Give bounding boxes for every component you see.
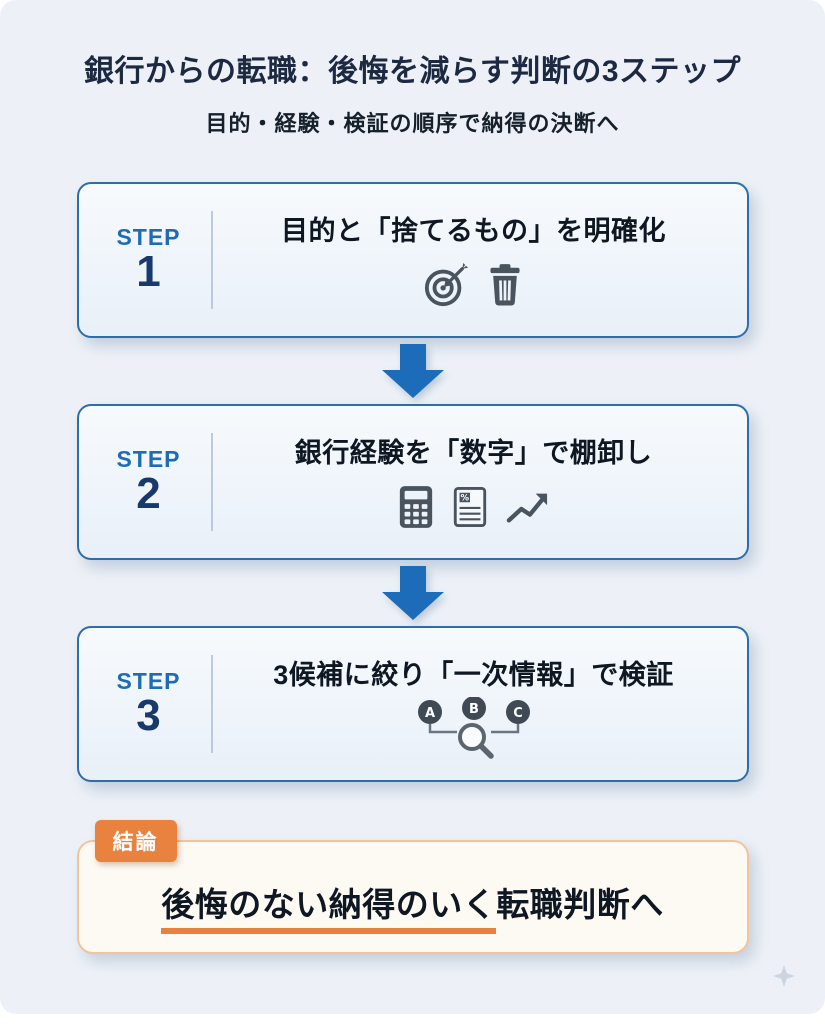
trash-icon	[485, 262, 525, 308]
step-3-label: STEP	[116, 667, 181, 694]
spreadsheet-percent-icon: %	[451, 484, 489, 530]
step-3-index: STEP 3	[101, 669, 197, 739]
magnifier-icon	[457, 722, 494, 759]
step-3-number: 3	[136, 690, 161, 740]
conclusion-section: 結論 後悔のない納得のいく転職判断へ	[76, 820, 749, 954]
dartboard-target-icon	[423, 262, 469, 308]
page-subtitle: 目的・経験・検証の順序で納得の決断へ	[205, 111, 620, 136]
step-2-heading: 銀行経験を「数字」で棚卸し	[294, 437, 653, 468]
step-1-label: STEP	[116, 223, 181, 250]
conclusion-highlighted-text: 後悔のない納得のいく	[161, 886, 497, 934]
steps-flow: STEP 1 目的と「捨てるもの」を明確化	[76, 182, 749, 782]
divider	[210, 655, 213, 753]
step-2-number: 2	[136, 468, 161, 518]
step-3-heading: 3候補に絞り「一次情報」で検証	[273, 659, 674, 690]
step-2-index: STEP 2	[101, 447, 197, 517]
step-card-1: STEP 1 目的と「捨てるもの」を明確化	[76, 182, 749, 338]
conclusion-text: 後悔のない納得のいく転職判断へ	[95, 878, 731, 934]
page-title: 銀行からの転職：後悔を減らす判断の3ステップ	[83, 55, 742, 88]
down-arrow-icon	[381, 344, 444, 398]
step-1-heading: 目的と「捨てるもの」を明確化	[281, 215, 666, 246]
step-3-icons: A B C	[413, 696, 535, 759]
svg-text:C: C	[513, 706, 523, 721]
svg-text:A: A	[424, 706, 434, 721]
conclusion-card: 後悔のない納得のいく転職判断へ	[76, 840, 749, 954]
divider	[210, 211, 213, 309]
step-2-content: 銀行経験を「数字」で棚卸し	[223, 431, 725, 534]
down-arrow-icon	[381, 566, 444, 620]
divider	[210, 433, 213, 531]
step-1-number: 1	[136, 246, 161, 296]
svg-text:%: %	[460, 493, 469, 503]
abc-candidates-icon: A B C	[413, 696, 535, 761]
svg-text:B: B	[469, 702, 479, 717]
conclusion-badge: 結論	[94, 820, 177, 862]
step-3-content: 3候補に絞り「一次情報」で検証 A B C	[223, 653, 725, 759]
step-2-label: STEP	[116, 445, 181, 472]
step-card-2: STEP 2 銀行経験を「数字」で棚卸し	[76, 404, 749, 560]
calculator-icon	[397, 484, 435, 530]
step-1-index: STEP 1	[101, 225, 197, 295]
conclusion-rest-text: 転職判断へ	[496, 886, 664, 923]
trend-up-icon	[505, 486, 551, 528]
abc-nodes-icon: A B C	[417, 696, 530, 733]
step-1-icons	[423, 258, 525, 312]
step-2-icons: %	[397, 480, 551, 534]
sparkle-icon	[773, 965, 795, 992]
step-card-3: STEP 3 3候補に絞り「一次情報」で検証 A	[76, 626, 749, 782]
step-1-content: 目的と「捨てるもの」を明確化	[223, 209, 725, 312]
